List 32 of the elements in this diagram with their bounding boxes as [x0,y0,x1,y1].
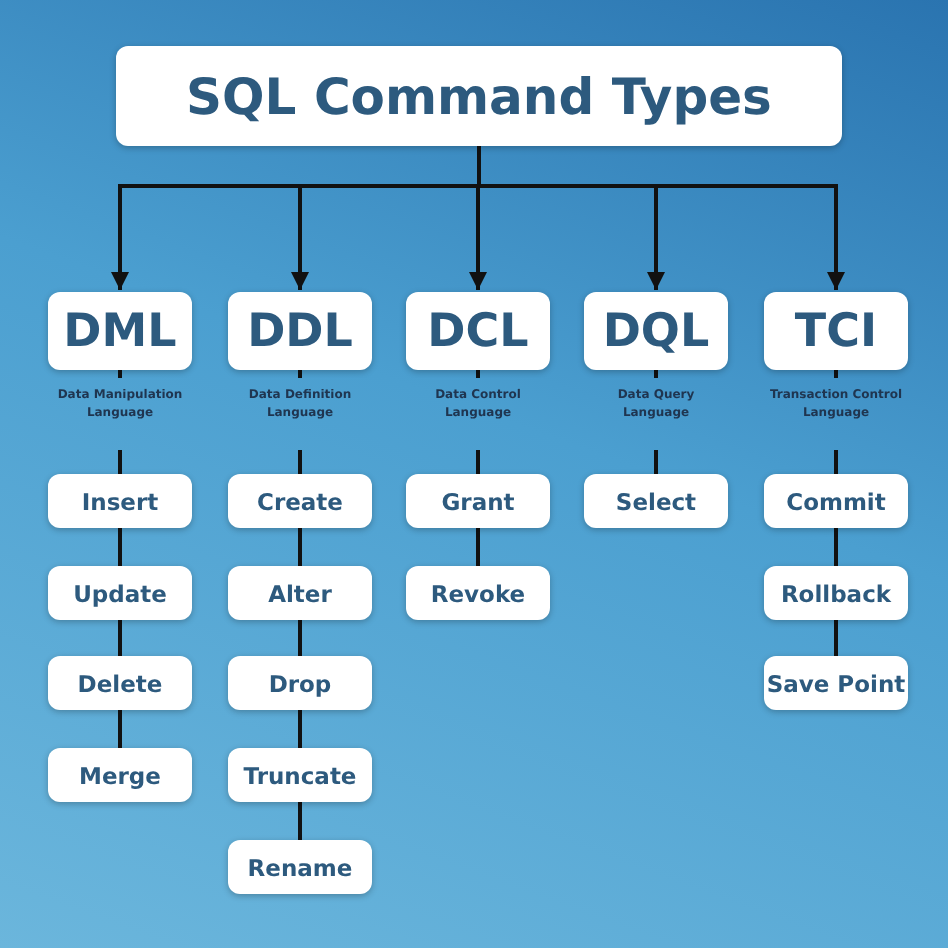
category-box: DQL [584,292,728,370]
category-box: TCI [764,292,908,370]
command-box: Save Point [764,656,908,710]
command-box: Revoke [406,566,550,620]
connector-line [298,620,302,656]
command-box: Commit [764,474,908,528]
connector-line [298,710,302,748]
command-box: Merge [48,748,192,802]
command-box: Rollback [764,566,908,620]
connector-line [476,528,480,566]
command-box: Truncate [228,748,372,802]
category-box: DCL [406,292,550,370]
command-box: Insert [48,474,192,528]
command-box: Create [228,474,372,528]
command-box: Drop [228,656,372,710]
connector-line [298,802,302,840]
command-box: Grant [406,474,550,528]
title-box: SQL Command Types [116,46,842,146]
command-box: Rename [228,840,372,894]
arrow [477,146,845,290]
connector-line [118,710,122,748]
command-box: Alter [228,566,372,620]
category-box: DML [48,292,192,370]
category-box: DDL [228,292,372,370]
command-box: Update [48,566,192,620]
connector-line [298,528,302,566]
connector-line [834,620,838,656]
connector-line [118,620,122,656]
connector-line [834,528,838,566]
command-box: Select [584,474,728,528]
command-box: Delete [48,656,192,710]
connector-line [118,528,122,566]
